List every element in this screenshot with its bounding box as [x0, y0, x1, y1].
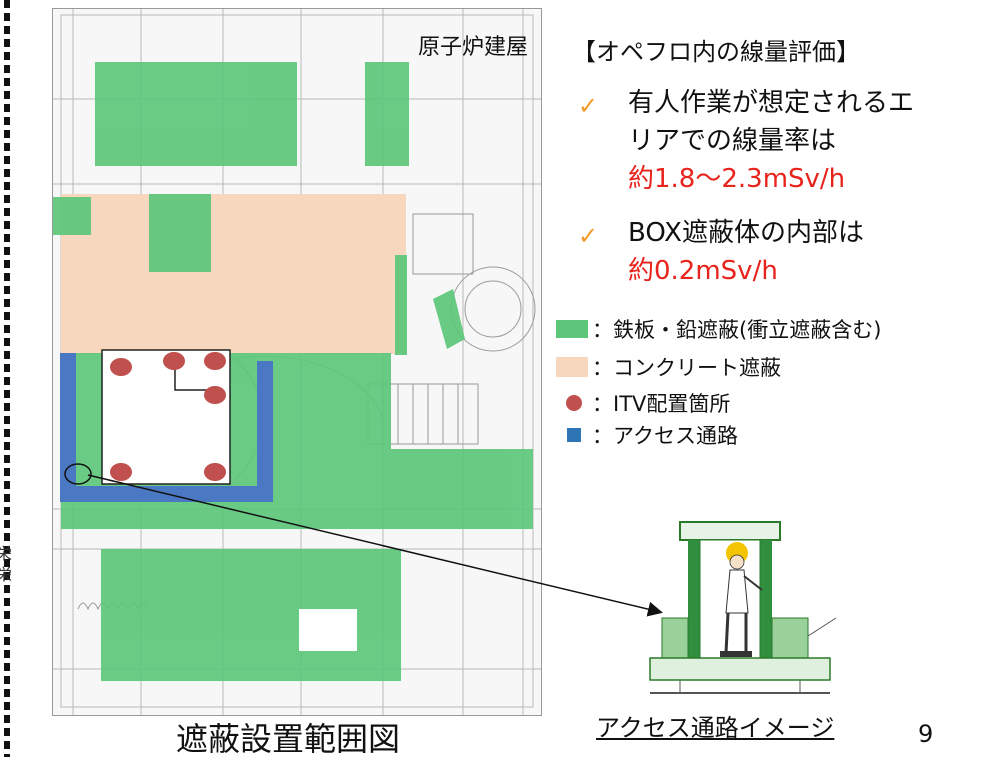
- bullet-line: リアでの線量率は: [628, 126, 837, 156]
- bullet-dose-rate: 有人作業が想定されるエ リアでの線量率は 約1.8～2.3mSv/h: [628, 84, 914, 198]
- shield-installation-map: 原子炉建屋: [52, 8, 542, 716]
- bullet-line: 有人作業が想定されるエ: [628, 88, 915, 118]
- access-route-caption: アクセス通路イメージ: [596, 714, 835, 742]
- map-caption: 遮蔽設置範囲図: [176, 720, 401, 758]
- bullet-line: BOX遮蔽体の内部は: [628, 218, 864, 248]
- page-number: 9: [918, 720, 934, 748]
- unshielded-gap: [299, 609, 357, 651]
- legend-label: ：ITV配置箇所: [592, 392, 731, 416]
- legend-access: ：アクセス通路: [556, 420, 738, 450]
- beige-swatch-icon: [556, 357, 588, 377]
- legend-steel-lead: ：鉄板・鉛遮蔽(衝立遮蔽含む): [556, 314, 881, 344]
- access-route-illustration: [649, 521, 837, 694]
- bullet-box-dose: BOX遮蔽体の内部は 約0.2mSv/h: [628, 214, 864, 290]
- left-dotted-border: [4, 0, 10, 757]
- dose-value: 約0.2mSv/h: [628, 256, 778, 286]
- dose-evaluation-heading: 【オペフロ内の線量評価】: [572, 38, 860, 66]
- green-swatch-icon: [556, 320, 588, 338]
- legend-label: ：アクセス通路: [592, 424, 738, 448]
- blue-square-icon: [567, 428, 581, 442]
- check-icon: ✓: [578, 92, 599, 120]
- legend-itv: ：ITV配置箇所: [556, 388, 730, 418]
- side-cropped-text: 栄 栄: [0, 545, 12, 583]
- legend-label: ：鉄板・鉛遮蔽(衝立遮蔽含む): [592, 318, 882, 342]
- concrete-shield-area: [61, 194, 406, 354]
- legend-concrete: ：コンクリート遮蔽: [556, 352, 781, 382]
- access-point-highlight: [64, 463, 92, 485]
- red-dot-icon: [566, 395, 582, 411]
- building-label: 原子炉建屋: [418, 35, 529, 60]
- legend-label: ：コンクリート遮蔽: [592, 356, 781, 380]
- floor-plan-drawing: [53, 9, 541, 715]
- check-icon: ✓: [578, 222, 599, 250]
- dose-value: 約1.8～2.3mSv/h: [628, 164, 846, 194]
